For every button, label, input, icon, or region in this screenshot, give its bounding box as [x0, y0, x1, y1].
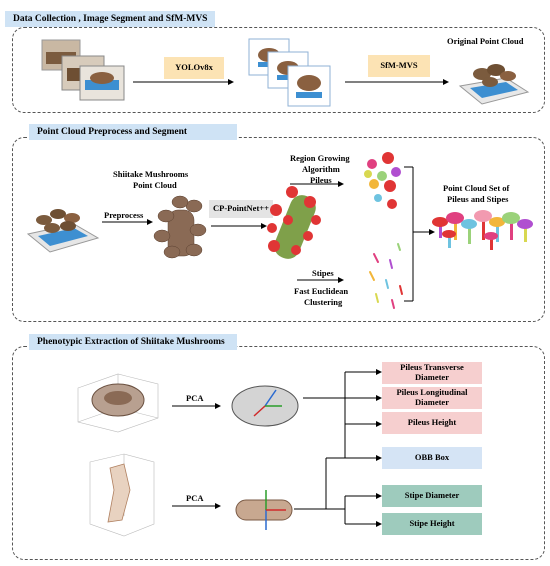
euclidean-label-line1: Fast Euclidean	[294, 286, 349, 296]
segmented-point-cloud	[267, 186, 321, 259]
euclidean-label-line2: Clustering	[304, 297, 343, 307]
pileus-longitudinal-line1: Pileus Longitudinal	[396, 387, 468, 398]
pileus-label: Pileus	[310, 175, 332, 185]
pca-label-top: PCA	[186, 393, 204, 403]
input-point-cloud-label-line2: Point Cloud	[133, 180, 177, 190]
panel-data-collection	[12, 27, 545, 113]
region-growing-label-line2: Algorithm	[302, 164, 340, 174]
region-growing-label-line1: Region Growing	[290, 153, 350, 163]
stipe-diameter-box: Stipe Diameter	[382, 485, 482, 507]
stipes-label: Stipes	[312, 268, 334, 278]
sfm-mvs-box: SfM-MVS	[368, 55, 430, 77]
stipe-3d-plot	[89, 453, 155, 537]
pileus-transverse-diameter-box: Pileus Transverse Diameter	[382, 362, 482, 384]
pileus-height-box: Pileus Height	[382, 412, 482, 434]
stipe-clusters	[369, 243, 403, 309]
panel-phenotypic-extraction	[12, 346, 545, 560]
panel-title-phenotypic-extraction: Phenotypic Extraction of Shiitake Mushro…	[29, 334, 237, 350]
stipe-height-box: Stipe Height	[382, 513, 482, 535]
preprocessed-point-cloud	[153, 195, 207, 259]
pileus-longitudinal-diameter-box: Pileus Longitudinal Diameter	[382, 387, 482, 409]
stipe-pca-aligned	[235, 490, 293, 530]
panel-preprocess-segment	[12, 137, 545, 322]
pileus-clusters	[364, 152, 401, 209]
panel-title-data-collection: Data Collection , Image Segment and SfM-…	[5, 11, 216, 27]
raw-mushroom-point-cloud	[26, 209, 100, 253]
result-label-line1: Point Cloud Set of	[443, 183, 510, 193]
pca-label-bottom: PCA	[186, 493, 204, 503]
original-point-cloud-label: Original Point Cloud	[447, 36, 524, 46]
photo-stack-image	[41, 39, 125, 101]
segmented-images	[248, 38, 331, 107]
input-point-cloud-label-line1: Shiitake Mushrooms	[113, 169, 189, 179]
cp-pointnet-box: CP-PointNet++	[209, 200, 273, 218]
pileus-transverse-line2: Diameter	[415, 372, 449, 382]
original-point-cloud-image	[458, 64, 530, 105]
obb-box: OBB Box	[382, 447, 482, 469]
panel-title-preprocess-segment: Point Cloud Preprocess and Segment	[29, 124, 237, 140]
pileus-longitudinal-line2: Diameter	[415, 397, 449, 407]
pileus-transverse-line1: Pileus Transverse	[400, 362, 464, 373]
pileus-3d-plot	[77, 373, 159, 433]
yolo-model-box: YOLOv8x	[164, 57, 224, 79]
preprocess-label: Preprocess	[104, 210, 144, 220]
pileus-and-stipes-set	[432, 210, 533, 250]
result-label-line2: Pileus and Stipes	[447, 194, 509, 204]
pileus-pca-aligned	[231, 385, 299, 427]
